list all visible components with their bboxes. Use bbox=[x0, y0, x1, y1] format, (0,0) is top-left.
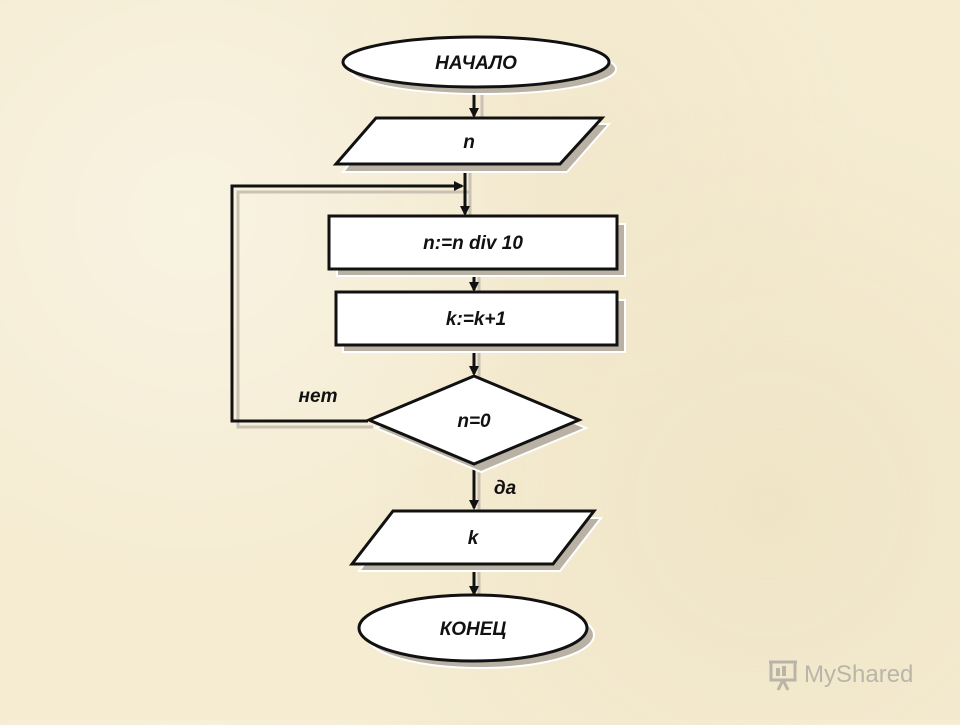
output-label: k bbox=[468, 528, 480, 549]
end-label: КОНЕЦ bbox=[440, 619, 507, 640]
process-count: k:=k+1 bbox=[334, 290, 626, 353]
watermark-text: MyShared bbox=[804, 661, 914, 688]
decision-label: n=0 bbox=[457, 411, 491, 432]
presentation-board-icon bbox=[769, 660, 797, 691]
process-divide-label: n:=n div 10 bbox=[423, 233, 523, 254]
process-count-label: k:=k+1 bbox=[446, 309, 506, 330]
input-label: n bbox=[463, 132, 475, 153]
output-block: k bbox=[348, 509, 604, 572]
start-terminator: НАЧАЛО bbox=[341, 35, 617, 95]
decision-block: n=0 bbox=[365, 374, 589, 474]
end-terminator: КОНЕЦ bbox=[357, 593, 595, 669]
connector-shadows bbox=[236, 92, 484, 600]
connector-loop-no bbox=[230, 181, 464, 423]
input-block: n bbox=[332, 116, 612, 173]
branch-yes-label: да bbox=[494, 478, 517, 499]
process-divide: n:=n div 10 bbox=[327, 214, 626, 277]
branch-no-label: нет bbox=[299, 386, 338, 407]
start-label: НАЧАЛО bbox=[435, 53, 517, 74]
watermark: MyShared bbox=[768, 655, 913, 695]
